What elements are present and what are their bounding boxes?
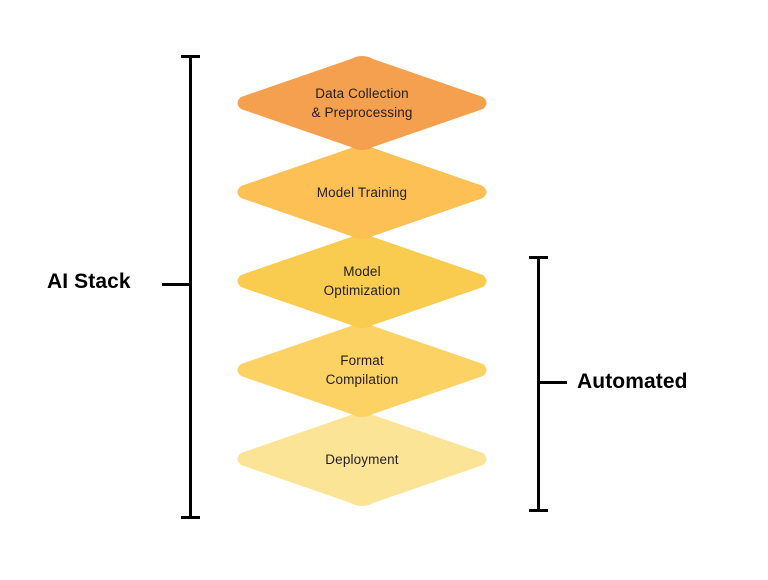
diamond-shape-icon bbox=[237, 323, 487, 417]
diamond-shape-icon bbox=[237, 145, 487, 239]
bracket-cap-top bbox=[181, 55, 200, 58]
stack-layer-data-collection[interactable]: Data Collection & Preprocessing bbox=[234, 50, 490, 156]
bracket-cap-bottom bbox=[529, 509, 548, 512]
bracket-tick bbox=[540, 381, 567, 384]
bracket-cap-bottom bbox=[181, 516, 200, 519]
diamond-shape-icon bbox=[237, 234, 487, 328]
bracket-vertical-line bbox=[189, 55, 192, 519]
bracket-tick bbox=[162, 283, 189, 286]
diamond-shape-icon bbox=[237, 412, 487, 506]
bracket-cap-top bbox=[529, 256, 548, 259]
diamond-shape-icon bbox=[237, 56, 487, 150]
bracket-vertical-line bbox=[537, 256, 540, 512]
bracket-label-automated: Automated bbox=[577, 370, 688, 393]
layer-stack: Data Collection & Preprocessing Model Tr… bbox=[234, 50, 490, 520]
bracket-label-ai-stack: AI Stack bbox=[47, 270, 131, 293]
